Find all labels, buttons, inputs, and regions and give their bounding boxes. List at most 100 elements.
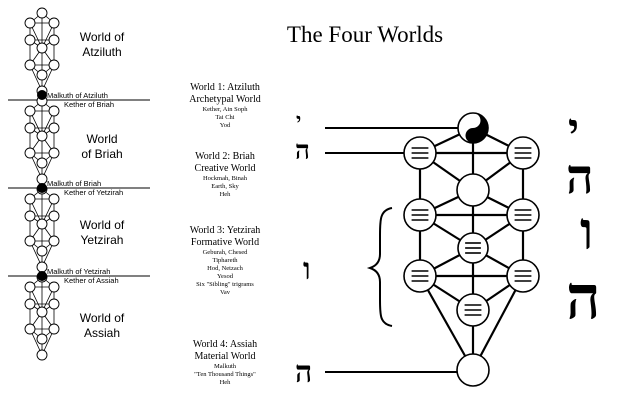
small-tree-sephira <box>48 122 60 134</box>
yin-yang-dot <box>470 118 476 123</box>
tree-path <box>472 275 524 371</box>
divine-name-letter-yod: י <box>568 104 580 153</box>
junction-dot <box>37 271 47 281</box>
small-tree-sephira <box>36 218 48 230</box>
world-label-line: World of <box>79 311 125 325</box>
small-tree-sephira <box>24 193 36 205</box>
divine-name-letter-vav: ו <box>580 201 594 262</box>
world-label-line: of Briah <box>81 147 123 161</box>
divine-name-letter-heh: ה <box>566 149 594 205</box>
world-label-line: Assiah <box>83 326 121 340</box>
small-tree-sephira <box>36 306 48 318</box>
small-tree-sephira <box>36 261 48 273</box>
sephira-node <box>456 173 490 207</box>
yin-yang-dot <box>470 133 476 138</box>
divider-label-lower: Kether of Assiah <box>64 276 119 285</box>
small-tree-sephira <box>48 281 60 293</box>
world-subheading: Formative World <box>190 237 260 248</box>
small-tree-sephira <box>24 235 36 247</box>
world-heading: World 1: Atziluth <box>190 82 260 93</box>
world-subheading: Archetypal World <box>189 94 261 105</box>
world-heading: World 3: Yetzirah <box>189 225 261 236</box>
world-description-2: World 2: Briah Creative World Hockmah, B… <box>175 151 275 199</box>
hebrew-letter-heh: ה <box>295 136 310 166</box>
world-description-3: World 3: Yetzirah Formative World Gebura… <box>175 225 275 297</box>
small-tree-sephira <box>48 210 60 222</box>
divider-label-upper: Malkuth of Yetzirah <box>47 267 111 276</box>
small-tree-sephira <box>24 298 36 310</box>
world-description-1: World 1: Atziluth Archetypal World Kethe… <box>175 82 275 130</box>
world-label-line: World <box>86 132 118 146</box>
small-tree-sephira <box>24 59 36 71</box>
page-title: The Four Worlds <box>286 22 444 47</box>
world-detail: Tiphareth <box>212 257 238 264</box>
small-tree-sephira <box>48 59 60 71</box>
world-detail: Six "Sibling" trigrams <box>196 281 254 288</box>
world-label-line: Atziluth <box>82 45 122 59</box>
small-tree-sephira <box>24 122 36 134</box>
world-detail: Hockmah, Binah <box>202 175 248 182</box>
small-tree-sephira <box>48 105 60 117</box>
world-detail: Malkuth <box>213 363 237 370</box>
divider-label-upper: Malkuth of Briah <box>47 179 102 188</box>
world-label-line: World of <box>79 218 125 232</box>
world-detail: Earth, Sky <box>211 183 239 190</box>
world-detail: Geburah, Chesed <box>202 249 248 256</box>
small-tree-sephira <box>48 323 60 335</box>
world-label-atziluth: World of Atziluth <box>74 30 130 60</box>
world-subheading: Creative World <box>194 163 256 174</box>
world-label-briah: World of Briah <box>74 132 130 162</box>
world-detail: Yod <box>219 122 231 129</box>
small-tree-sephira <box>36 333 48 345</box>
small-tree-sephira <box>24 34 36 46</box>
small-tree-sephira <box>48 298 60 310</box>
small-tree-sephira <box>36 157 48 169</box>
small-tree-sephira <box>36 349 48 361</box>
small-tree-sephira <box>36 7 48 19</box>
small-tree-sephira <box>36 69 48 81</box>
world-description-4: World 4: Assiah Material World Malkuth "… <box>175 339 275 387</box>
small-tree-sephira <box>48 193 60 205</box>
small-tree-sephira <box>24 147 36 159</box>
world-detail: Hod, Netzach <box>207 265 243 272</box>
small-tree-sephira <box>48 34 60 46</box>
small-tree-sephira <box>36 130 48 142</box>
small-tree-sephira <box>48 17 60 29</box>
small-tree-sephira <box>36 42 48 54</box>
world-detail: Heh <box>219 191 231 198</box>
hebrew-letter-heh: ה <box>295 355 313 390</box>
divine-name-letter-heh: ה <box>566 263 601 333</box>
small-tree-sephira <box>48 147 60 159</box>
world-detail: Vav <box>219 289 231 296</box>
world-label-line: World of <box>79 30 125 44</box>
small-tree-sephira <box>24 281 36 293</box>
world-label-yetzirah: World of Yetzirah <box>74 218 130 248</box>
world-detail: Heh <box>219 379 231 386</box>
world-label-assiah: World of Assiah <box>74 311 130 341</box>
small-tree-sephira <box>36 245 48 257</box>
small-tree-sephira <box>48 235 60 247</box>
hebrew-letter-vav: ו <box>303 252 311 287</box>
sephira-node <box>456 353 490 387</box>
world-subheading: Material World <box>194 351 256 362</box>
world-detail: Tai Chi <box>215 114 235 121</box>
world-heading: World 2: Briah <box>195 151 255 162</box>
divider-label-upper: Malkuth of Atziluth <box>47 91 108 100</box>
hebrew-letter-yod: י <box>296 108 302 132</box>
world-heading: World 4: Assiah <box>192 339 258 350</box>
world-detail: "Ten Thousand Things" <box>194 371 256 378</box>
world-detail: Yesod <box>217 273 233 280</box>
junction-dot <box>37 90 47 100</box>
small-tree-sephira <box>24 210 36 222</box>
small-tree-sephira <box>24 323 36 335</box>
world-label-line: Yetzirah <box>80 233 124 247</box>
small-tree-sephira <box>36 173 48 185</box>
divider-label-lower: Kether of Briah <box>64 100 115 109</box>
junction-dot <box>37 183 47 193</box>
tree-path <box>419 275 474 371</box>
curly-brace <box>366 207 393 327</box>
small-tree-sephira <box>24 17 36 29</box>
small-tree-sephira <box>24 105 36 117</box>
world-detail: Kether, Ain Soph <box>202 106 248 113</box>
